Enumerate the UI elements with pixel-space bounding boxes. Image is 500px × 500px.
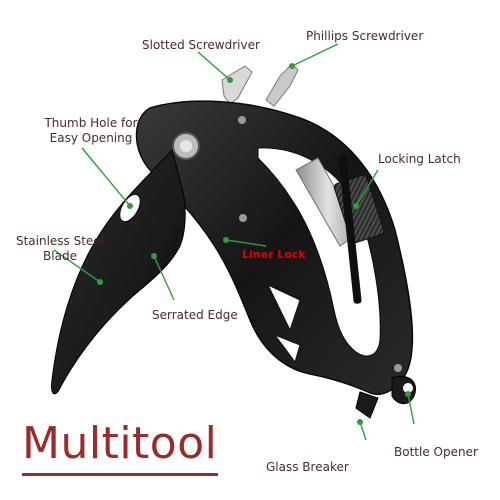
label-slotted-screwdriver: Slotted Screwdriver — [142, 38, 260, 52]
glass-breaker — [355, 391, 379, 419]
page-title: Multitool — [22, 418, 218, 469]
label-stainless-line2: Blade — [43, 249, 77, 263]
bottle-opener — [391, 375, 416, 404]
label-stainless-blade: Stainless Steel Blade — [10, 234, 110, 264]
label-liner-lock: Liner Lock — [242, 248, 306, 261]
label-thumb-hole-line1: Thumb Hole for — [44, 116, 138, 130]
label-serrated-edge: Serrated Edge — [152, 308, 238, 322]
locking-latch — [295, 154, 385, 304]
label-thumb-hole: Thumb Hole for Easy Opening — [36, 116, 146, 146]
label-stainless-line1: Stainless Steel — [15, 234, 105, 248]
slotted-screwdriver-tip — [221, 65, 253, 105]
pointer-dots — [97, 63, 411, 425]
label-phillips-screwdriver: Phillips Screwdriver — [306, 29, 424, 43]
title-underline — [22, 473, 218, 476]
label-bottle-opener: Bottle Opener — [394, 445, 478, 459]
pivot-screw — [172, 132, 200, 160]
label-locking-latch: Locking Latch — [378, 152, 461, 166]
phillips-screwdriver-tip — [265, 63, 299, 107]
label-glass-breaker: Glass Breaker — [266, 460, 349, 474]
stainless-steel-blade — [51, 148, 186, 395]
pointer-lines — [53, 43, 415, 441]
label-thumb-hole-line2: Easy Opening — [49, 131, 133, 145]
